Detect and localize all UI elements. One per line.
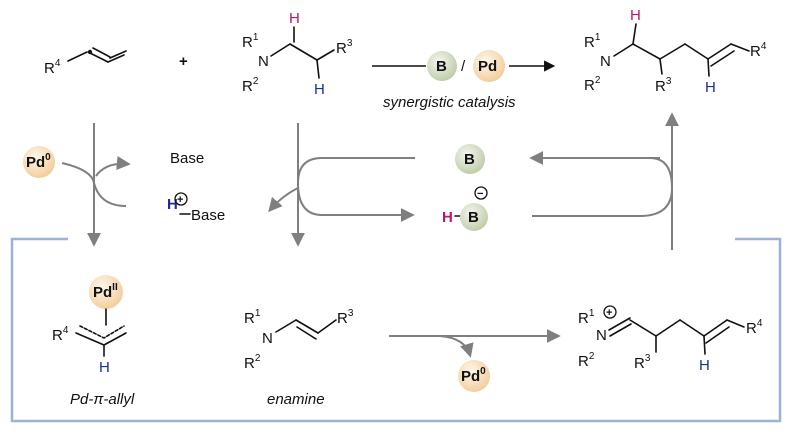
palladium-catalyst-circle	[473, 50, 505, 82]
iminium-r1-label: R1	[578, 308, 595, 327]
base-curve	[95, 156, 131, 177]
enamine-r3-label: R3	[337, 308, 354, 327]
product-r3-label: R3	[655, 76, 672, 95]
hbase-out-curve	[93, 182, 127, 207]
hb-b: B	[468, 209, 479, 226]
hb-charge-circle	[474, 186, 488, 200]
catalyst-slash: /	[461, 58, 466, 75]
h-base-charge-circle	[174, 192, 188, 206]
h-base-h: H	[167, 196, 178, 213]
enamine-caption: enamine	[267, 391, 325, 408]
allyl-h: H	[99, 359, 110, 376]
product-n-label: N	[600, 53, 611, 70]
h-base-label: Base	[191, 207, 225, 224]
iminium-n-label: N	[596, 327, 607, 344]
loop-top-curve	[649, 157, 673, 189]
amine-h-bottom: H	[314, 81, 325, 98]
amine-r3-label: R3	[336, 38, 353, 57]
hb-charge: −	[477, 188, 483, 200]
pd0-released-label: Pd0	[461, 366, 486, 385]
amine-h-top: H	[289, 10, 300, 27]
iminium-r2-label: R2	[578, 351, 595, 370]
pd0-circle	[23, 146, 55, 178]
iminium-r3-label: R3	[634, 353, 651, 372]
enamine-r1-label: R1	[244, 308, 261, 327]
boron-catalyst-label: B	[436, 58, 447, 75]
hb-h: H	[442, 209, 453, 226]
mechanism-frame	[10, 237, 782, 423]
hb-out-arrow	[297, 182, 415, 222]
base-label: Base	[170, 150, 204, 167]
enamine-r2-label: R2	[244, 353, 261, 372]
allyl-r4-label: R4	[52, 325, 69, 344]
pd0-in-curve	[61, 162, 95, 184]
boron-catalyst-circle	[427, 51, 457, 81]
pd0-released-circle	[458, 360, 490, 392]
product: R1 N R2 H R3 H R4	[584, 7, 767, 96]
pd-allyl-intermediate: PdII R4 H Pd-π-allyl	[52, 275, 135, 408]
amine-r1-label: R1	[242, 32, 259, 51]
product-r2-label: R2	[584, 75, 601, 94]
boron-label: B	[464, 151, 475, 168]
hb-boron-circle	[460, 203, 488, 231]
iminium-charge: +	[606, 307, 612, 319]
iminium-intermediate: R1 + N R2 R3 H R4	[578, 305, 763, 374]
pd-ii-circle	[89, 275, 123, 309]
iminium-h: H	[699, 357, 710, 374]
iminium-r4-label: R4	[746, 318, 763, 337]
allene-r4-label: R4	[44, 58, 61, 77]
allene: R4	[44, 47, 127, 77]
pd0-release-curve	[439, 335, 474, 358]
boron-circle	[455, 144, 485, 174]
pd-ii-label: PdII	[93, 282, 118, 301]
iminium-charge-circle	[603, 305, 617, 319]
product-r4-label: R4	[750, 41, 767, 60]
product-r1-label: R1	[584, 32, 601, 51]
enamine-n-label: N	[262, 330, 273, 347]
product-h-top: H	[630, 7, 641, 24]
amine-n-label: N	[258, 53, 269, 70]
enamine-intermediate: R1 N R2 R3 enamine	[244, 308, 354, 408]
synergistic-caption: synergistic catalysis	[383, 94, 516, 111]
palladium-catalyst-label: Pd	[478, 58, 497, 75]
allyl-caption: Pd-π-allyl	[70, 391, 135, 408]
proton-transfer-arrow	[268, 187, 299, 213]
boron-in-curve	[297, 157, 415, 184]
product-h-bottom: H	[705, 79, 716, 96]
plus-sign: +	[179, 53, 188, 70]
hb-return-curve	[532, 187, 673, 217]
h-base-charge: +	[177, 194, 183, 206]
amine-substrate: R1 N R2 H H R3	[242, 10, 353, 98]
amine-r2-label: R2	[242, 76, 259, 95]
pd0-label: Pd0	[26, 152, 51, 171]
